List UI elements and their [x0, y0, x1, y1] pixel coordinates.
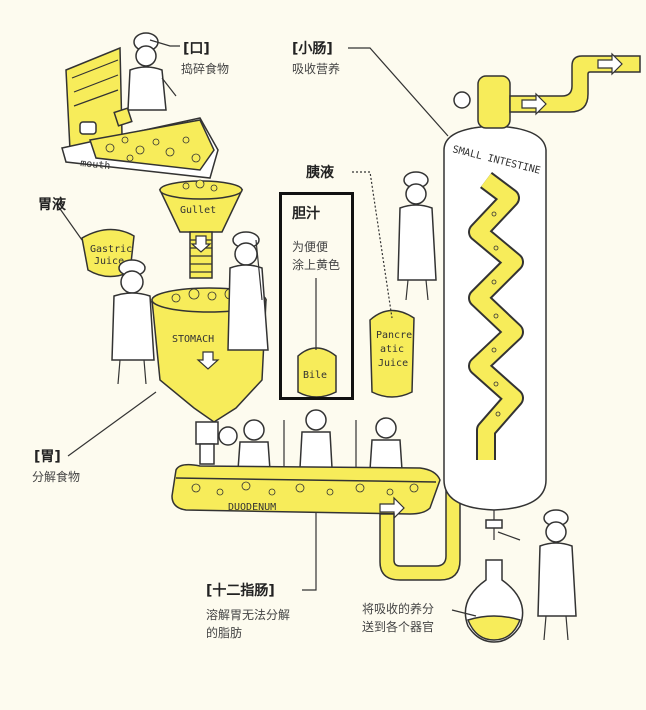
duodenum-stamp: DUODENUM	[228, 502, 276, 513]
stomach-worker-left	[111, 259, 169, 385]
small-intestine-desc: 吸收营养	[292, 62, 341, 76]
mouth-stamp: mouth	[80, 158, 111, 172]
pancreatic-stamp-2: atic	[380, 344, 404, 355]
pancreas-worker	[397, 171, 437, 301]
nutrient-leader	[451, 609, 477, 617]
gastric-stamp-1: Gastric	[90, 244, 132, 255]
mouth-title: [口]	[183, 41, 210, 57]
gastric-stamp-2: Juice	[94, 256, 124, 267]
gullet-funnel: Gullet	[158, 179, 244, 279]
bile-desc-1: 为便便	[292, 240, 329, 254]
pancreatic-juice-bottle: Pancre atic Juice	[369, 309, 415, 398]
stomach-title: [胃]	[34, 449, 61, 465]
duodenum-desc-1: 溶解胃无法分解	[206, 608, 291, 622]
bile-title: 胆汁	[292, 206, 320, 222]
stomach-worker-right	[227, 231, 269, 351]
bile-highlight-box	[279, 192, 354, 400]
small-intestine-title: [小肠]	[292, 41, 333, 57]
pancreatic-leader-line	[352, 171, 393, 319]
bile-stamp: Bile	[303, 370, 327, 381]
nutrient-worker	[537, 509, 577, 641]
stomach-stamp: STOMACH	[172, 334, 214, 345]
nutrient-flask	[464, 559, 524, 643]
duodenum-trough: DUODENUM	[171, 463, 441, 520]
gastric-leader	[57, 205, 83, 241]
bile-bottle: Bile	[297, 347, 337, 398]
gastric-juice-title: 胃液	[38, 197, 66, 213]
duodenum-workers	[218, 409, 403, 486]
bile-desc-2: 涂上黄色	[292, 258, 341, 272]
pancreatic-stamp-3: Juice	[378, 358, 408, 369]
small-intestine-leader	[348, 47, 449, 137]
pancreatic-juice-title: 胰液	[306, 165, 334, 181]
mouth-station: mouth	[61, 32, 219, 179]
duodenum-title: [十二指肠]	[206, 583, 275, 599]
mouth-leader	[149, 39, 180, 47]
nutrients-desc-2: 送到各个器官	[362, 620, 435, 634]
nutrients-desc-1: 将吸收的养分	[362, 602, 435, 616]
stomach-desc: 分解食物	[32, 470, 81, 484]
small-intestine-column: SMALL INTESTINE	[443, 52, 641, 541]
gullet-stamp: Gullet	[180, 205, 216, 216]
pancreatic-stamp-1: Pancre	[376, 330, 412, 341]
mouth-worker	[127, 32, 177, 111]
mouth-desc: 捣碎食物	[181, 62, 230, 76]
stomach-leader	[67, 391, 157, 457]
duodenum-desc-2: 的脂肪	[206, 626, 243, 640]
duodenum-leader	[302, 512, 317, 591]
